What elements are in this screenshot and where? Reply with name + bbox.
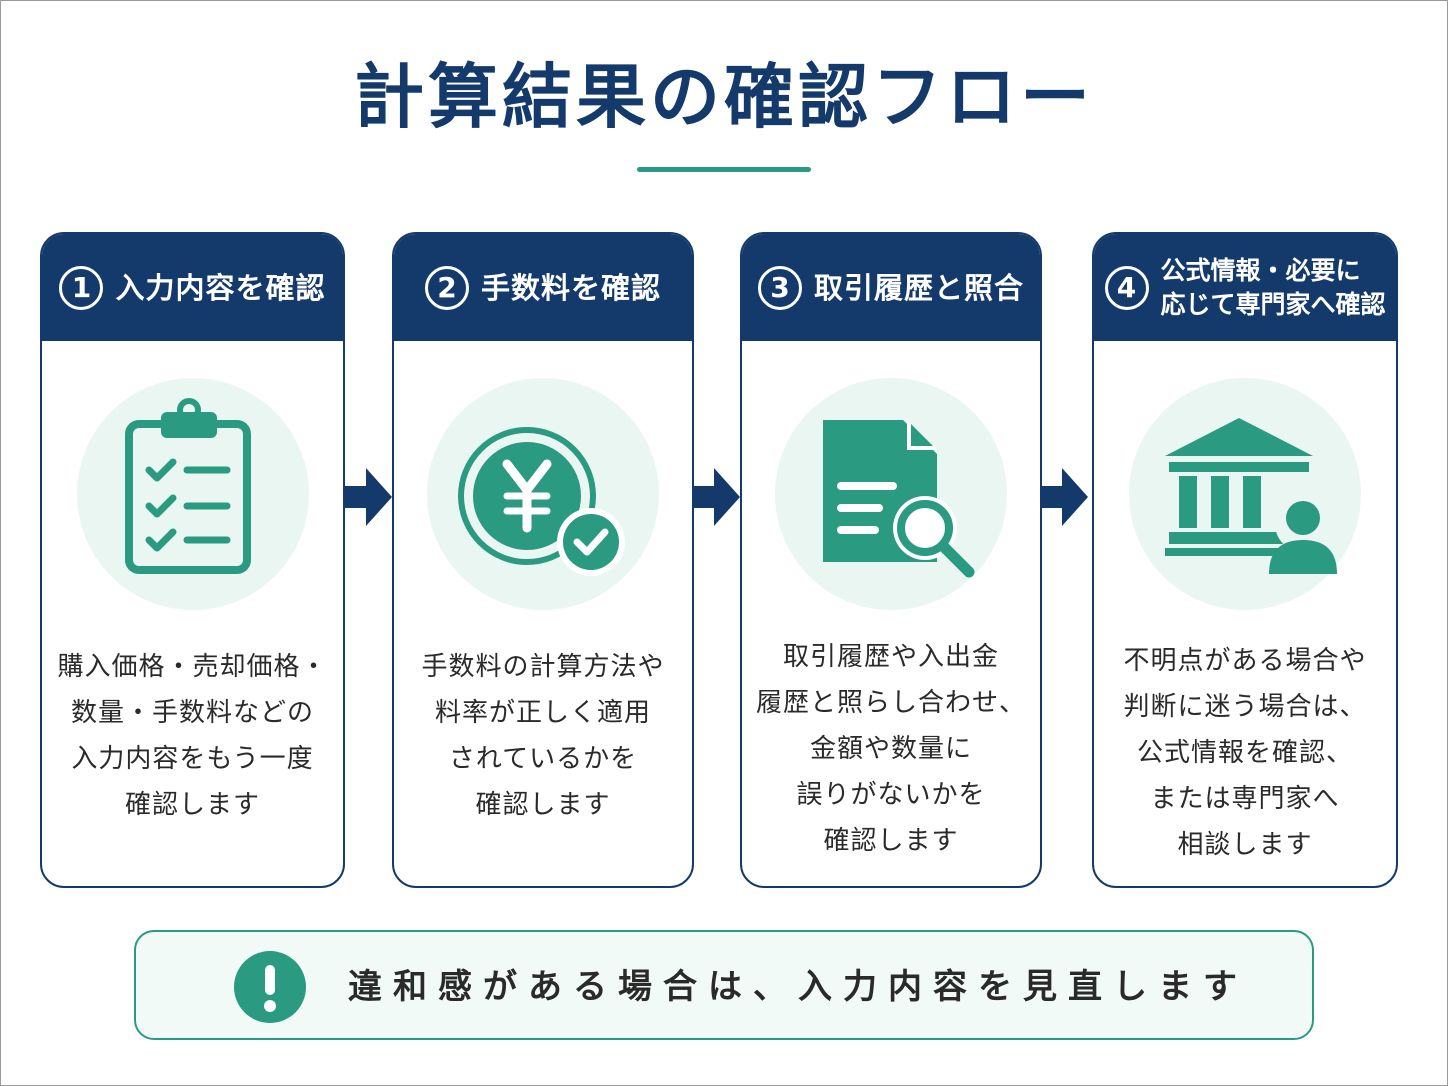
step-heading-line: 手数料を確認 xyxy=(480,270,661,305)
clipboard-checklist-icon xyxy=(124,398,251,574)
step-card-4: 4 公式情報・必要に 応じて専門家へ確認 不明点がある場合や 判断に迷う場合は、… xyxy=(1092,232,1398,888)
exclamation-icon xyxy=(234,951,306,1023)
icon-backdrop xyxy=(1129,378,1361,610)
warning-text: 違和感がある場合は、入力内容を見直します xyxy=(348,967,1248,1007)
page-title: 計算結果の確認フロー xyxy=(354,56,1094,138)
document-search-icon xyxy=(823,420,975,578)
icon-backdrop xyxy=(775,378,1007,610)
arrow-right-icon xyxy=(692,468,740,526)
step-card-3: 3 取引履歴と照合 取引履歴や入出金 履歴と照らし合わせ、 金額や数量に 誤りが… xyxy=(740,232,1042,888)
arrow-right-icon xyxy=(344,468,392,526)
step-heading-2: 手数料を確認 xyxy=(481,269,661,307)
description-line: 数量・手数料などの xyxy=(70,698,314,728)
step-number-1: 1 xyxy=(59,265,104,310)
step-heading-3: 取引履歴と照合 xyxy=(814,269,1024,307)
step-header-1: 1 入力内容を確認 xyxy=(42,234,343,341)
step-header-4: 4 公式情報・必要に 応じて専門家へ確認 xyxy=(1094,234,1396,341)
description-line: 購入価格・売却価格・ xyxy=(57,652,328,682)
step-description-1: 購入価格・売却価格・ 数量・手数料などの 入力内容をもう一度 確認します xyxy=(52,644,333,828)
icon-backdrop xyxy=(76,378,309,610)
step-heading-line: 応じて専門家へ確認 xyxy=(1160,289,1386,319)
step-number-4: 4 xyxy=(1104,265,1149,310)
icon-backdrop xyxy=(427,378,659,610)
description-line: されているかを xyxy=(448,744,638,774)
arrow-right-icon xyxy=(1040,468,1088,526)
description-line: 料率が正しく適用 xyxy=(434,698,651,728)
description-line: 確認します xyxy=(475,790,611,820)
description-line: 相談します xyxy=(1177,830,1313,860)
description-line: 不明点がある場合や xyxy=(1123,646,1367,676)
warning-note xyxy=(134,930,1314,1040)
step-header-3: 3 取引履歴と照合 xyxy=(742,234,1040,341)
step-description-3: 取引履歴や入出金 履歴と照らし合わせ、 金額や数量に 誤りがないかを 確認します xyxy=(752,634,1030,864)
yen-coin-check-icon xyxy=(458,427,625,576)
description-line: 手数料の計算方法や xyxy=(421,652,665,682)
step-description-4: 不明点がある場合や 判断に迷う場合は、 公式情報を確認、 または専門家へ 相談し… xyxy=(1104,638,1386,868)
description-line: 確認します xyxy=(823,826,959,856)
step-card-2: 2 手数料を確認 手数料の計算方法や 料率が正しく適用 されているかを 確認しま… xyxy=(392,232,694,888)
step-heading-line: 取引履歴と照合 xyxy=(813,270,1024,305)
description-line: 公式情報を確認、 xyxy=(1136,738,1353,768)
description-line: 誤りがないかを xyxy=(796,780,986,810)
step-number-2: 2 xyxy=(424,265,469,310)
step-number-3: 3 xyxy=(757,265,802,310)
description-line: 確認します xyxy=(124,790,260,820)
description-line: または専門家へ xyxy=(1150,784,1340,814)
step-heading-line: 公式情報・必要に xyxy=(1160,255,1361,285)
title-underline xyxy=(637,167,811,172)
step-heading-line: 入力内容を確認 xyxy=(115,270,326,305)
step-card-1: 1 入力内容を確認 購入価格・売却価格・ 数量・手数料などの 入力内容をもう一度… xyxy=(40,232,345,888)
description-line: 履歴と照らし合わせ、 xyxy=(755,688,1026,718)
bank-person-icon xyxy=(1165,418,1337,574)
step-header-2: 2 手数料を確認 xyxy=(394,234,692,341)
description-line: 取引履歴や入出金 xyxy=(782,642,999,672)
step-heading-1: 入力内容を確認 xyxy=(115,269,325,307)
step-description-2: 手数料の計算方法や 料率が正しく適用 されているかを 確認します xyxy=(404,644,682,828)
description-line: 判断に迷う場合は、 xyxy=(1123,692,1367,722)
step-heading-4: 公式情報・必要に 応じて専門家へ確認 xyxy=(1161,254,1386,322)
description-line: 金額や数量に xyxy=(809,734,972,764)
description-line: 入力内容をもう一度 xyxy=(71,744,314,774)
